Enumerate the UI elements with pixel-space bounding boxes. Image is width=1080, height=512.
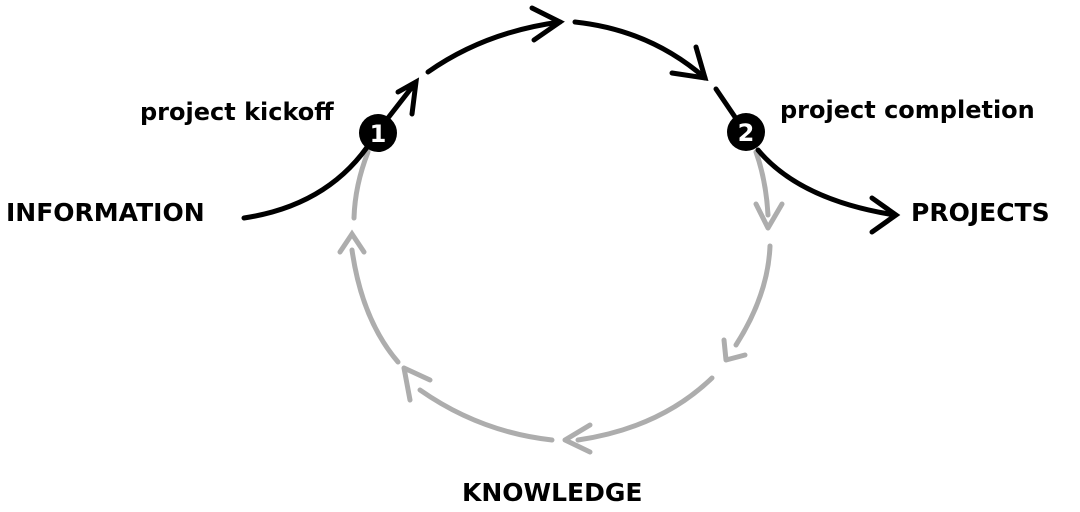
path-arc [713, 86, 738, 120]
arrow-right-icon [529, 5, 565, 43]
project-path [241, 5, 901, 235]
marker-number: 1 [370, 120, 387, 148]
marker-2: 2 [727, 113, 765, 151]
path-arc [425, 19, 563, 75]
completion-label: project completion [780, 96, 1035, 124]
cycle-arc [575, 375, 715, 443]
projects-label: PROJECTS [911, 198, 1050, 227]
information-label: INFORMATION [6, 198, 205, 227]
marker-number: 2 [738, 119, 755, 147]
path-arc [572, 19, 708, 81]
cycle-arc [733, 243, 773, 348]
path-arc [241, 137, 375, 221]
arrow-icon [401, 365, 433, 403]
arrow-left-icon [562, 422, 593, 455]
cycle-arc [351, 149, 371, 221]
path-arc [755, 147, 898, 218]
cycle-arc [349, 247, 401, 365]
arrow-icon [385, 77, 420, 121]
marker-1: 1 [359, 114, 397, 152]
knowledge-label: KNOWLEDGE [462, 478, 643, 507]
arrow-up-icon [337, 229, 367, 255]
arrow-down-icon [753, 201, 785, 231]
cycle-arc [753, 149, 771, 218]
arrow-right-icon [869, 195, 901, 235]
cycle-arc [417, 387, 555, 443]
kickoff-label: project kickoff [140, 98, 334, 126]
knowledge-cycle [337, 149, 785, 455]
arrow-icon [721, 337, 748, 363]
arrow-icon [669, 44, 709, 82]
